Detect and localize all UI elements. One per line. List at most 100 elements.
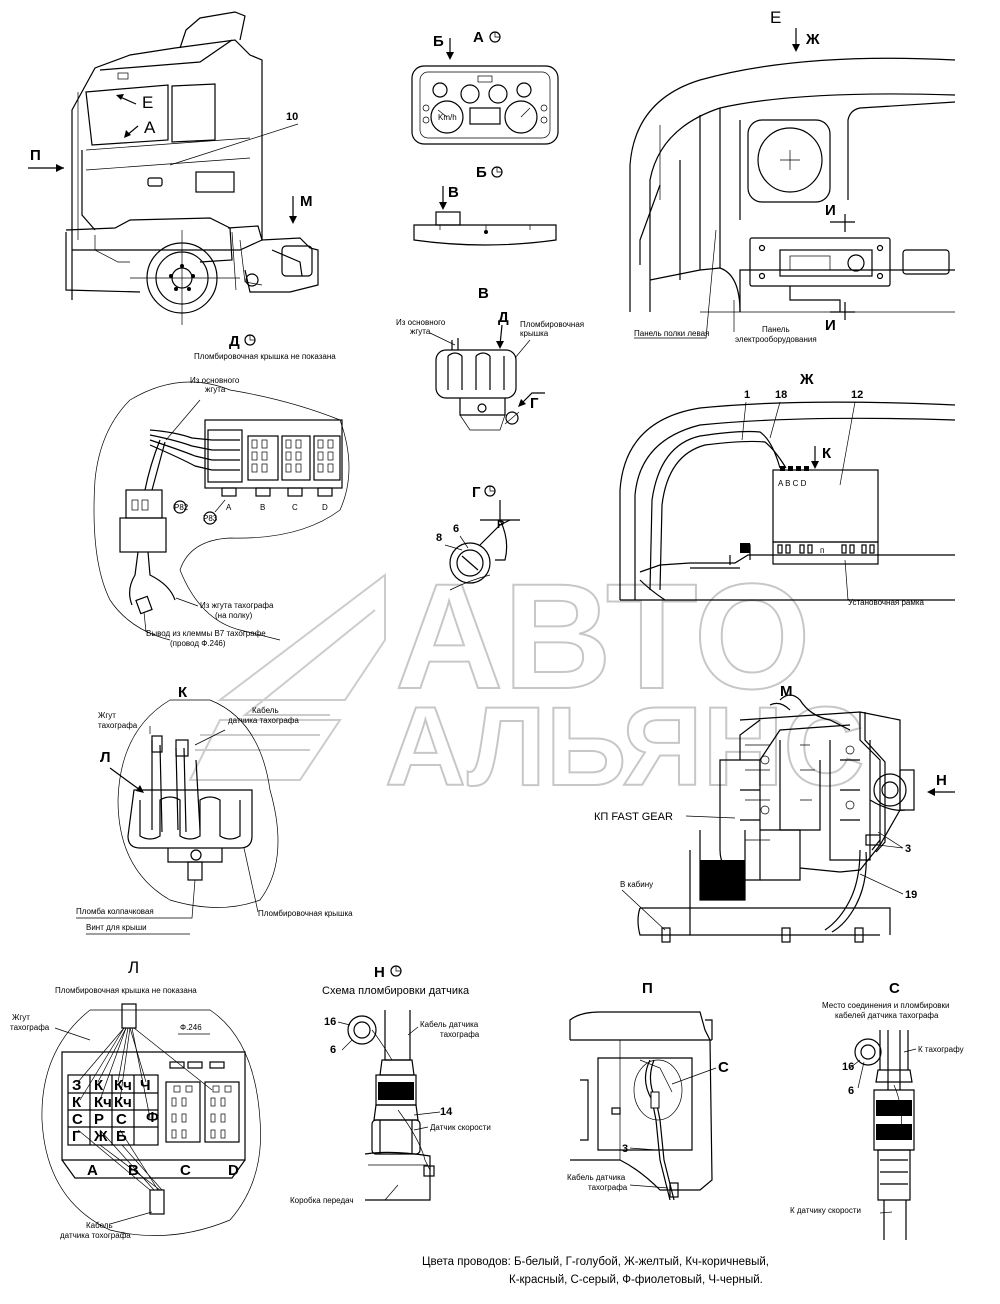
view-i-arrow-label-bottom: И [825,317,836,334]
l-pin-1: З [72,1077,81,1094]
ref-19: 19 [905,889,917,901]
view-n-arrow-label: Н [936,772,947,789]
ref-8: 8 [436,532,442,544]
view-l-connector: Л Пломбировочная крышка не показана Жгут… [10,958,261,1240]
watermark-logo-icon [188,572,386,781]
view-e-title: Е [770,8,781,27]
view-p-arrow-label: П [30,147,41,164]
ref-6c: 6 [848,1085,854,1097]
ref-1: 1 [744,389,750,401]
ref-3a: 3 [905,843,911,855]
view-e-shelf: Е Ж И И Панель полки левая [629,8,956,344]
svg-text:Km/h: Km/h [438,113,457,122]
view-b-cluster-top: Б В [413,164,557,246]
l-pin-5: К [72,1094,82,1111]
s-to-tacho: К тахографу [918,1045,964,1054]
view-n-sensor: Н Схема пломбировки датчика 16 6 Кабель … [290,964,491,1205]
ref-3b: 3 [622,1143,628,1155]
k-roof-screw: Винт для крыши [86,923,147,932]
ref-12: 12 [851,389,863,401]
watermark: АВТО АЛЬЯНС [188,551,865,810]
l-col-c: C [180,1162,191,1179]
l-col-d: D [228,1162,239,1179]
ref-6a: 6 [453,523,459,535]
l-pin-9: Р [94,1111,104,1128]
l-pin-4: Ч [140,1077,151,1094]
ref-p82: Р82 [174,503,189,512]
view-d-connector: Д Пломбировочная крышка не показана Из о… [93,333,350,648]
view-a-cluster: Б А Km/h [411,29,559,145]
p-mark-s: С [718,1059,729,1076]
l-f246: Ф.246 [180,1023,202,1032]
ref-6b: 6 [330,1044,336,1056]
l-pin-7: Кч [114,1094,132,1111]
l-pin-8: С [72,1111,83,1128]
l-pin-6: Кч [94,1094,112,1111]
view-e-label: Е [142,93,153,112]
l-pin-12: Г [72,1128,81,1145]
view-g-title: Г [472,484,481,501]
view-l-arrow-label: Л [100,749,111,766]
view-zh-arrow-label: Ж [805,31,820,48]
l-pin-14: Б [116,1128,127,1145]
view-a-title: А [473,29,484,46]
d-tacho-harness-shelf: Из жгута тахографа(на полку) [200,601,274,620]
d-col-b: B [260,503,265,512]
k-cap-seal: Пломба колпачковая [76,907,154,916]
abcd-label: A B C D [778,479,807,488]
view-v-arrow-label: В [448,184,459,201]
view-m-gearbox: М КП FAST GEAR В [594,683,955,943]
ref-10: 10 [286,111,298,123]
view-zh-title: Ж [799,371,814,388]
watermark-line1: АВТО [395,552,811,720]
truck-cab-view: П Е А 10 М [28,11,319,325]
d-col-d: D [322,503,328,512]
d-note: Пломбировочная крышка не показана [194,352,336,361]
to-cab-label: В кабину [620,880,653,889]
legend-line-1: Цвета проводов: Б-белый, Г-голубой, Ж-же… [422,1256,769,1268]
view-g-arrow-label: Г [530,395,539,412]
view-d-arrow-label: Д [498,309,509,326]
view-b-arrow-label: Б [433,33,444,50]
d-col-a: A [226,503,232,512]
ref-14: 14 [440,1106,453,1118]
view-p-title: П [642,980,653,997]
d-b7-output: Вывод из клеммы В7 тахографе(провод Ф.24… [146,629,266,648]
l-col-b: B [128,1162,139,1179]
k-seal-cover: Пломбировочная крышка [258,909,353,918]
l-pin-11: Ф [146,1109,159,1126]
view-b-title: Б [476,164,487,181]
install-frame-label: Установочная рамка [848,598,925,607]
ref-18: 18 [775,389,787,401]
s-to-speed-sensor: К датчику скорости [790,1206,861,1215]
view-m-arrow-label: М [300,193,313,210]
view-d-title: Д [229,333,240,350]
ref-16a: 16 [324,1016,336,1028]
l-pin-13: Ж [93,1128,108,1145]
view-zh-tachograph: Ж A B C D п 1 18 12 К Устан [619,371,956,607]
l-pin-10: С [116,1111,127,1128]
d-col-c: C [292,503,298,512]
view-i-arrow-label-top: И [825,202,836,219]
view-l-title: Л [128,958,139,977]
gearbox-label: Коробка передач [290,1196,354,1205]
svg-text:п: п [820,546,824,555]
sensor-scheme-title: Схема пломбировки датчика [322,985,470,997]
gearbox-fast-gear-label: КП FAST GEAR [594,811,673,823]
l-pin-2: К [94,1077,104,1094]
view-m-title: М [780,683,793,700]
